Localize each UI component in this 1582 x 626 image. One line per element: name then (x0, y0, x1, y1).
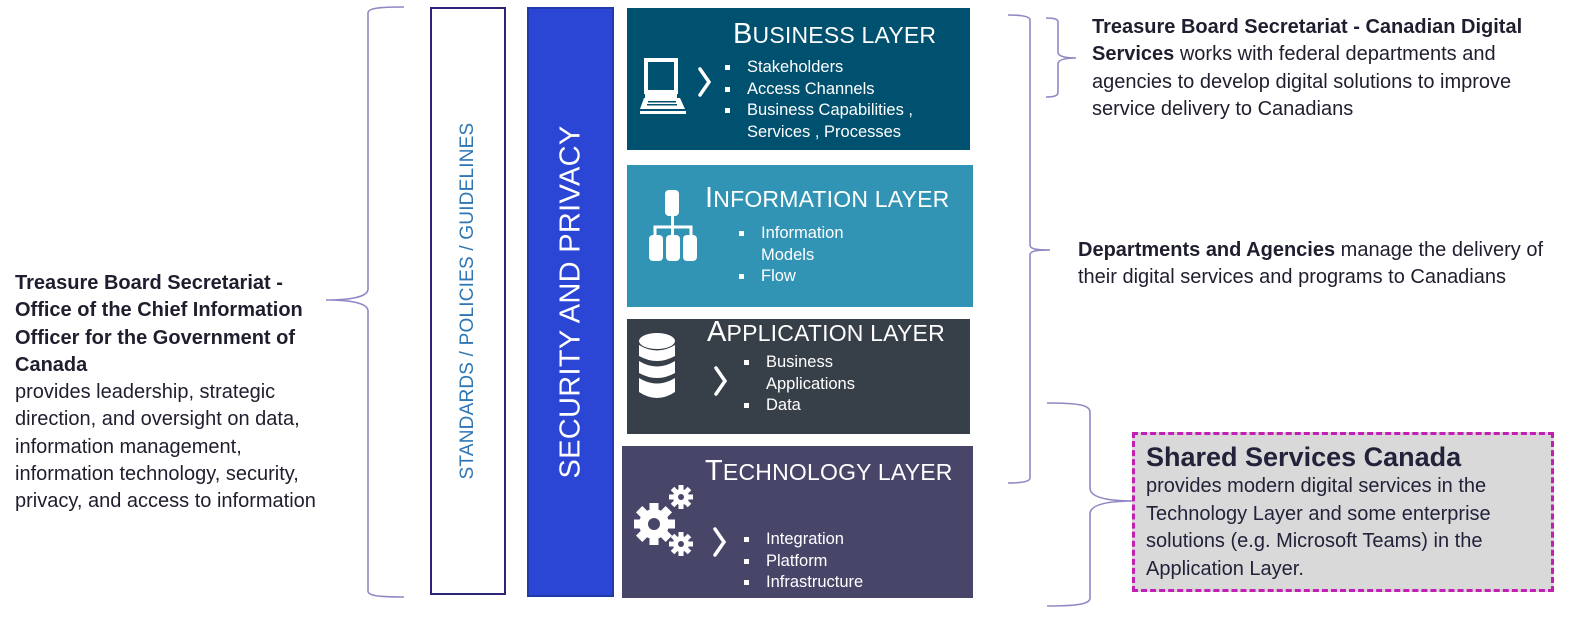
ssc-title: Shared Services Canada (1146, 442, 1462, 472)
technology-layer: TECHNOLOGY LAYER Integration Platform In… (622, 446, 973, 598)
list-item: Infrastructure (742, 572, 902, 594)
departments-text: manage the delivery of their digital ser… (1078, 239, 1544, 289)
information-layer-list: Information Models Flow (737, 223, 887, 288)
ssc-callout: Shared Services Canada provides modern d… (1132, 432, 1554, 592)
list-item: Information Models (737, 223, 887, 266)
security-privacy-bar: SECURITY AND PRIVACY (527, 7, 614, 597)
chevron-right-icon (713, 527, 727, 557)
tbs-ocio-text: provides leadership, strategic direction… (15, 381, 316, 513)
tbs-ocio-name: Treasure Board Secretariat - Office of t… (15, 272, 303, 376)
standards-policies-guidelines-bar: STANDARDS / POLICIES / GUIDELINES (430, 7, 506, 595)
cds-text: works with federal departments and agenc… (1092, 43, 1512, 120)
cds-name: Treasure Board Secretariat - Canadian Di… (1092, 16, 1523, 66)
gears-icon (634, 485, 693, 556)
tbs-ocio-description: Treasure Board Secretariat - Office of t… (15, 270, 335, 516)
hierarchy-icon (649, 190, 697, 261)
chevron-right-icon (714, 366, 728, 396)
information-layer-title: INFORMATION LAYER (705, 182, 950, 214)
information-layer: INFORMATION LAYER Information Models Flo… (627, 165, 973, 307)
list-item: Access Channels (723, 79, 953, 101)
application-layer: APPLICATION LAYER Business Applications … (627, 316, 970, 434)
computer-icon (640, 58, 686, 114)
database-icon (639, 333, 675, 398)
list-item: Integration (742, 529, 902, 551)
list-item: Platform (742, 551, 902, 573)
list-item: Data (742, 395, 892, 417)
ssc-brace (1046, 402, 1135, 607)
cds-brace (1045, 17, 1077, 98)
list-item: Stakeholders (723, 57, 953, 79)
chevron-right-icon (698, 67, 712, 97)
list-item: Business Applications (742, 352, 892, 395)
departments-name: Departments and Agencies (1078, 239, 1336, 261)
technology-layer-list: Integration Platform Infrastructure (742, 529, 902, 594)
application-layer-list: Business Applications Data (742, 352, 892, 417)
business-layer: BUSINESS LAYER Stakeholders Access Chann… (627, 8, 970, 150)
list-item: Business Capabilities , Services , Proce… (723, 100, 953, 143)
standards-label: STANDARDS / POLICIES / GUIDELINES (457, 122, 478, 480)
departments-brace (1007, 14, 1051, 484)
technology-layer-title: TECHNOLOGY LAYER (705, 455, 953, 487)
departments-description: Departments and Agencies manage the deli… (1078, 237, 1568, 292)
cds-description: Treasure Board Secretariat - Canadian Di… (1092, 14, 1562, 123)
security-label: SECURITY AND PRIVACY (554, 125, 586, 479)
application-layer-title: APPLICATION LAYER (707, 316, 945, 348)
list-item: Flow (737, 266, 887, 288)
left-brace (325, 6, 405, 598)
ssc-text: provides modern digital services in the … (1146, 475, 1491, 580)
business-layer-title: BUSINESS LAYER (733, 18, 937, 50)
business-layer-list: Stakeholders Access Channels Business Ca… (723, 57, 953, 144)
